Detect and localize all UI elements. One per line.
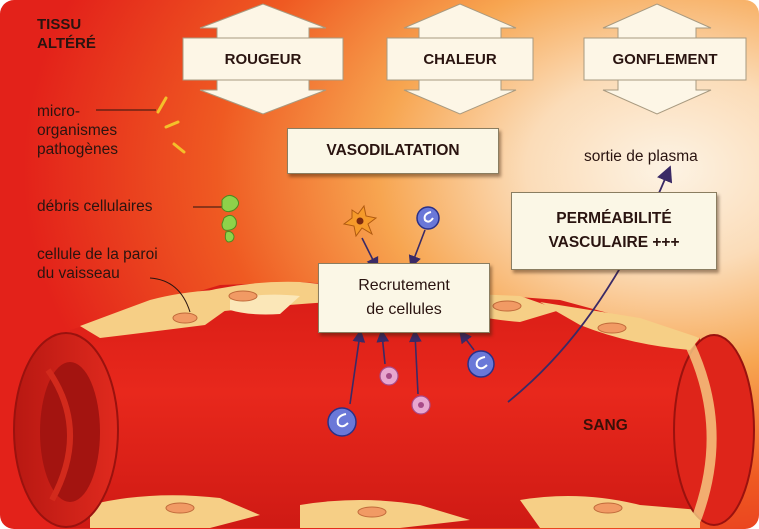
leukocyte-in-blood-2 [328,408,356,436]
permeability-line-1: PERMÉABILITÉ [556,207,671,231]
microorganisms-label-line-1: micro- [37,102,118,121]
sign-label-rougeur: ROUGEUR [183,38,343,80]
wall-cell-label: cellule de la paroi du vaisseau [37,245,158,283]
tissue-label-line-2: ALTÉRÉ [37,34,96,53]
permeability-box: PERMÉABILITÉ VASCULAIRE +++ [511,192,717,270]
wall-cell-label-line-2: du vaisseau [37,264,158,283]
wall-cell-label-line-1: cellule de la paroi [37,245,158,264]
blood-label: SANG [583,416,628,435]
sign-label-gonflement: GONFLEMENT [584,38,746,80]
recruitment-line-1: Recrutement [319,274,489,298]
leukocyte-in-blood-1 [468,351,494,377]
sign-label-chaleur: CHALEUR [387,38,533,80]
microorganisms-label-line-2: organismes [37,121,118,140]
tissue-label: TISSU ALTÉRÉ [37,15,96,53]
recruitment-line-2: de cellules [319,298,489,322]
tissue-label-line-1: TISSU [37,15,96,34]
plasma-exit-label: sortie de plasma [584,147,698,166]
permeability-line-2: VASCULAIRE +++ [548,231,679,255]
microorganisms-label-line-3: pathogènes [37,140,118,159]
debris-label: débris cellulaires [37,197,152,216]
vasodilatation-box: VASODILATATION [287,128,499,174]
small-cell-2 [412,396,430,414]
leukocyte-in-tissue [417,207,439,229]
microorganisms-label: micro- organismes pathogènes [37,102,118,159]
recruitment-box: Recrutement de cellules [318,263,490,333]
small-cell-1 [380,367,398,385]
